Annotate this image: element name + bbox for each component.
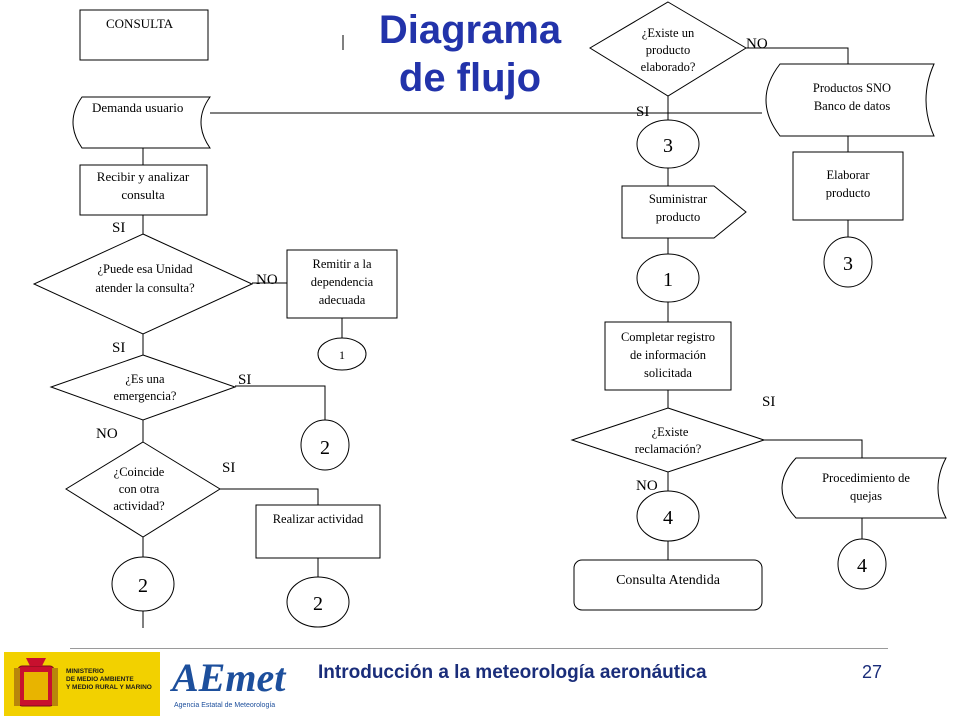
- connector-4-main: 4: [636, 490, 700, 542]
- branch-labels: SI NO SI SI NO SI NO SI SI NO: [96, 36, 775, 494]
- decision-puede: ¿Puede esa Unidad atender la consulta?: [32, 233, 254, 335]
- node-atendida-label: Consulta Atendida: [616, 573, 721, 588]
- decision-puede-line2: atender la consulta?: [95, 281, 195, 295]
- ministry-logo: MINISTERIO DE MEDIO AMBIENTE Y MEDIO RUR…: [4, 652, 160, 716]
- decision-existe-producto: ¿Existe un producto elaborado?: [589, 1, 747, 97]
- connector-3-main-label: 3: [663, 135, 673, 157]
- node-suministrar: Suministrar producto: [621, 185, 747, 239]
- footer-divider: [70, 648, 888, 649]
- flow-lines: [142, 35, 863, 628]
- label-no-producto: NO: [746, 36, 768, 52]
- decision-reclamacion: ¿Existe reclamación?: [570, 407, 766, 473]
- decision-puede-line1: ¿Puede esa Unidad: [97, 262, 193, 276]
- decision-coincide: ¿Coincide con otra actividad?: [65, 441, 221, 538]
- connector-3-main: 3: [636, 119, 700, 169]
- label-si-coincide: SI: [222, 460, 235, 476]
- connector-1-main: 1: [636, 253, 700, 303]
- node-elaborar-line1: Elaborar: [826, 168, 870, 182]
- page-number: 27: [862, 662, 883, 682]
- course-title: Introducción a la meteorología aeronáuti…: [318, 662, 707, 683]
- node-realizar: Realizar actividad: [255, 504, 381, 559]
- node-consulta-atendida: Consulta Atendida: [573, 559, 763, 611]
- connector-2-bottom: 2: [111, 556, 175, 612]
- decision-coincide-line3: actividad?: [113, 499, 165, 513]
- decision-emergencia: ¿Es una emergencia?: [49, 354, 237, 421]
- node-productos-sno: Productos SNO Banco de datos: [765, 63, 935, 137]
- node-completar-line2: de información: [630, 348, 707, 362]
- slide-title: Diagrama de flujo: [360, 6, 580, 102]
- node-consulta: CONSULTA: [79, 9, 209, 61]
- node-realizar-label: Realizar actividad: [273, 512, 364, 526]
- node-suministrar-line2: producto: [656, 210, 700, 224]
- node-recibir: Recibir y analizar consulta: [79, 164, 208, 216]
- node-remitir-line3: adecuada: [319, 293, 366, 307]
- decision-reclamacion-line2: reclamación?: [635, 442, 702, 456]
- decision-existe-line3: elaborado?: [641, 60, 696, 74]
- connector-2-realizar: 2: [286, 576, 350, 628]
- node-remitir-line2: dependencia: [311, 275, 374, 289]
- node-productos-line1: Productos SNO: [813, 81, 891, 95]
- connector-4-main-label: 4: [663, 507, 673, 529]
- connector-4-quejas-label: 4: [857, 555, 867, 577]
- node-completar: Completar registro de información solici…: [604, 321, 732, 391]
- label-no-puede: NO: [256, 272, 278, 288]
- label-no-reclamacion: NO: [636, 478, 658, 494]
- node-procedimiento-line2: quejas: [850, 489, 882, 503]
- decision-coincide-line1: ¿Coincide: [114, 465, 165, 479]
- aemet-logo: AEmet Agencia Estatal de Meteorología: [170, 654, 290, 718]
- node-elaborar-line2: producto: [826, 186, 870, 200]
- connector-3-elaborar-label: 3: [843, 253, 853, 275]
- aemet-wordmark: AEmet: [172, 655, 286, 700]
- label-no-emergencia: NO: [96, 426, 118, 442]
- label-si-producto: SI: [636, 104, 649, 120]
- connector-3-elaborar: 3: [823, 236, 873, 288]
- node-remitir: Remitir a la dependencia adecuada: [286, 249, 398, 319]
- node-elaborar: Elaborar producto: [792, 151, 904, 221]
- connector-2-realizar-label: 2: [313, 593, 323, 615]
- decision-reclamacion-line1: ¿Existe: [652, 425, 689, 439]
- coat-of-arms-icon: [14, 658, 58, 707]
- node-demanda-label: Demanda usuario: [92, 100, 183, 115]
- slide-title-line2: de flujo: [398, 56, 542, 100]
- slide-title-line1: Diagrama: [378, 8, 562, 52]
- connector-2-bottom-label: 2: [138, 575, 148, 597]
- label-si-puede: SI: [112, 340, 125, 356]
- node-procedimiento: Procedimiento de quejas: [781, 457, 947, 519]
- connector-1-main-label: 1: [663, 269, 673, 291]
- decision-coincide-line2: con otra: [119, 482, 160, 496]
- node-completar-line1: Completar registro: [621, 330, 715, 344]
- label-si-emergencia: SI: [238, 372, 251, 388]
- ministry-name: MINISTERIO DE MEDIO AMBIENTE Y MEDIO RUR…: [66, 668, 152, 691]
- node-suministrar-line1: Suministrar: [649, 192, 708, 206]
- node-recibir-line2: consulta: [121, 187, 165, 202]
- connector-2-emergencia-label: 2: [320, 437, 330, 459]
- decision-emergencia-line1: ¿Es una: [125, 372, 165, 386]
- decision-emergencia-line2: emergencia?: [114, 389, 177, 403]
- label-si-reclamacion: SI: [762, 394, 775, 410]
- decision-existe-line1: ¿Existe un: [642, 26, 695, 40]
- connector-1-left-label: 1: [339, 348, 345, 362]
- connector-2-emergencia: 2: [300, 419, 350, 471]
- connector-4-quejas: 4: [837, 538, 887, 590]
- connector-1-left: 1: [317, 337, 367, 371]
- node-remitir-line1: Remitir a la: [312, 257, 371, 271]
- decision-existe-line2: producto: [646, 43, 690, 57]
- label-si-recibir: SI: [112, 220, 125, 236]
- node-consulta-label: CONSULTA: [106, 16, 174, 31]
- node-procedimiento-line1: Procedimiento de: [822, 471, 910, 485]
- node-productos-line2: Banco de datos: [814, 99, 891, 113]
- node-completar-line3: solicitada: [644, 366, 692, 380]
- node-demanda-usuario: Demanda usuario: [72, 96, 211, 149]
- aemet-agency-name: Agencia Estatal de Meteorología: [174, 702, 276, 709]
- node-recibir-line1: Recibir y analizar: [97, 169, 190, 184]
